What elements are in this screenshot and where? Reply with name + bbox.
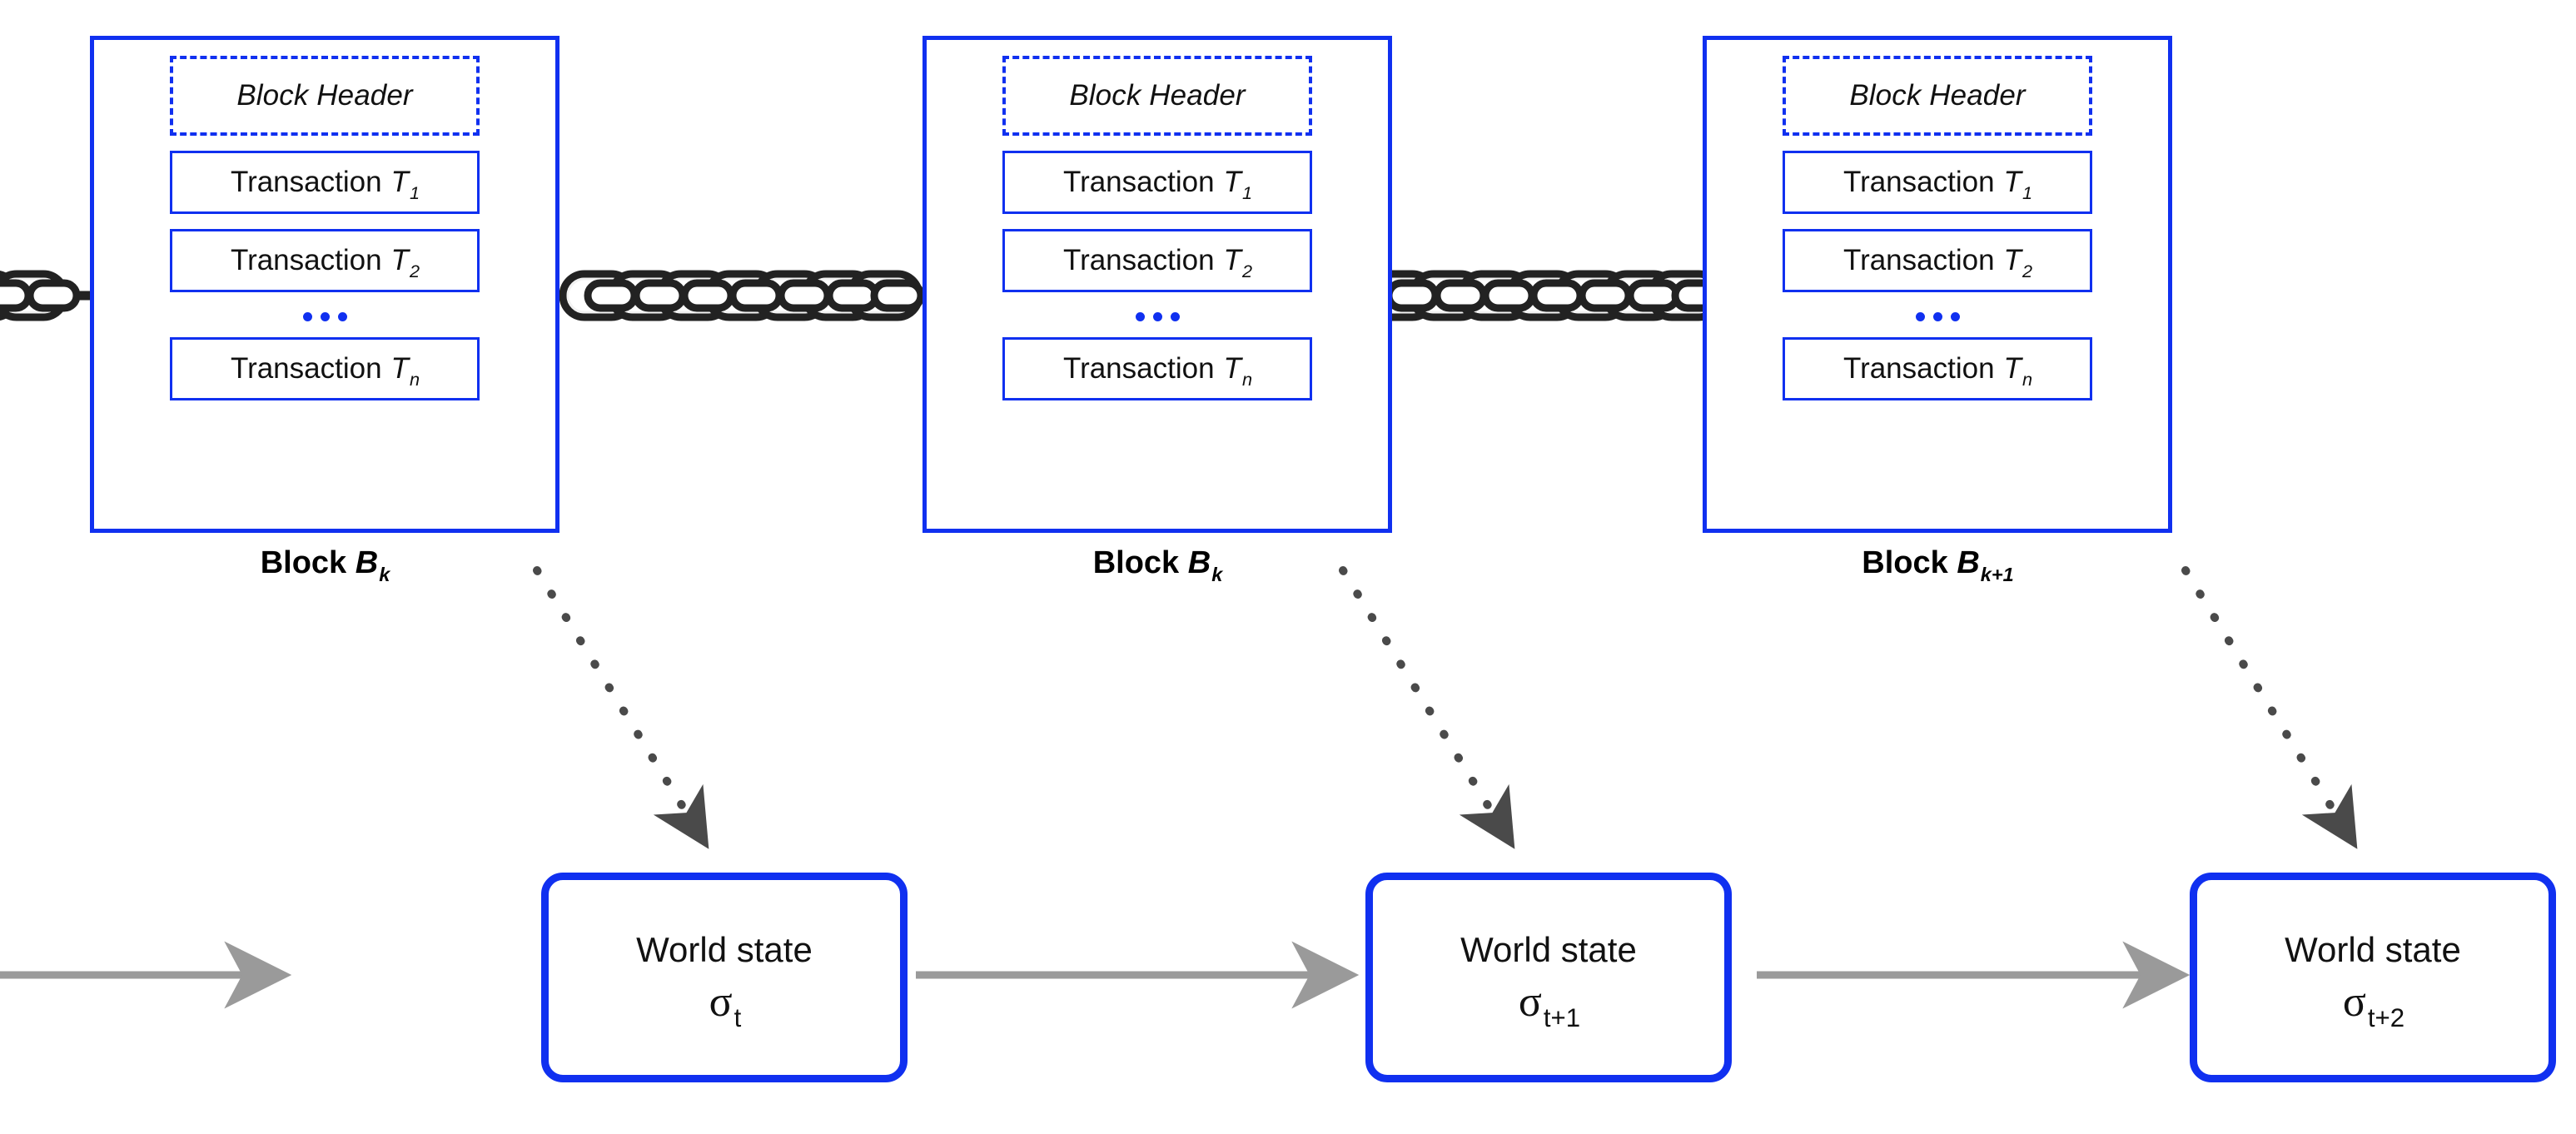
transaction-label: Transaction — [230, 352, 382, 385]
block-caption-prefix: Block — [1862, 545, 1948, 580]
transaction-symbol: T1 — [390, 166, 420, 204]
transaction-label: Transaction — [230, 166, 382, 198]
transaction-row-1-1[interactable]: Transaction T1 — [170, 151, 480, 214]
block-header-label: Block Header — [1069, 79, 1246, 112]
dotted-arrow-block-to-state-2 — [1339, 566, 1515, 849]
transaction-symbol: Tn — [2003, 352, 2032, 390]
world-state-label: World state — [2285, 929, 2461, 969]
transaction-symbol: Tn — [390, 352, 420, 390]
ellipsis-dot — [1135, 311, 1145, 321]
ellipsis-dot — [1152, 311, 1162, 321]
transaction-row-1-n[interactable]: Transaction Tn — [170, 337, 480, 400]
world-state-symbol: σt+1 — [1518, 978, 1581, 1032]
transaction-symbol: T2 — [1223, 244, 1252, 282]
transaction-row-3-n[interactable]: Transaction Tn — [1783, 337, 2092, 400]
transactions-ellipsis-1 — [299, 307, 351, 326]
transaction-symbol: T1 — [2003, 166, 2032, 204]
transaction-label: Transaction — [1842, 166, 1995, 198]
world-state-label: World state — [1460, 929, 1637, 969]
ellipsis-dot — [1170, 311, 1180, 321]
transaction-symbol: Tn — [1223, 352, 1252, 390]
world-state-box-2[interactable]: World state σt+1 — [1365, 873, 1732, 1082]
world-state-label: World state — [636, 929, 813, 969]
world-state-symbol: σt — [709, 978, 742, 1032]
ellipsis-dot — [1915, 311, 1925, 321]
transaction-label: Transaction — [1062, 352, 1215, 385]
world-state-box-1[interactable]: World state σt — [541, 873, 908, 1082]
block-2[interactable]: Block Header Transaction T1 Transaction … — [922, 36, 1392, 533]
block-1[interactable]: Block Header Transaction T1 Transaction … — [90, 36, 559, 533]
ellipsis-dot — [1932, 311, 1942, 321]
block-header-box-2[interactable]: Block Header — [1002, 56, 1312, 136]
ellipsis-dot — [1950, 311, 1960, 321]
block-caption-symbol: Bk+1 — [1957, 545, 2014, 585]
block-header-label: Block Header — [236, 79, 413, 112]
transaction-row-2-n[interactable]: Transaction Tn — [1002, 337, 1312, 400]
block-caption-1: Block Bk — [90, 545, 559, 585]
transaction-symbol: T1 — [1223, 166, 1252, 204]
transactions-ellipsis-2 — [1131, 307, 1184, 326]
transaction-label: Transaction — [230, 244, 382, 276]
block-caption-symbol: Bk — [355, 545, 390, 585]
ellipsis-dot — [320, 311, 330, 321]
block-3[interactable]: Block Header Transaction T1 Transaction … — [1703, 36, 2172, 533]
dotted-arrow-block-to-state-1 — [533, 566, 709, 849]
transaction-label: Transaction — [1842, 352, 1995, 385]
block-caption-prefix: Block — [1092, 545, 1180, 580]
world-state-symbol: σt+2 — [2342, 978, 2405, 1032]
block-header-box-3[interactable]: Block Header — [1783, 56, 2092, 136]
transaction-label: Transaction — [1062, 166, 1215, 198]
block-header-label: Block Header — [1849, 79, 2026, 112]
transaction-label: Transaction — [1062, 244, 1215, 276]
block-caption-symbol: Bk — [1187, 545, 1223, 585]
chain-link-connector-left — [0, 274, 93, 317]
transactions-ellipsis-3 — [1912, 307, 1964, 326]
transaction-label: Transaction — [1842, 244, 1995, 276]
chain-link-connector-2 — [1362, 274, 1722, 317]
transaction-row-1-2[interactable]: Transaction T2 — [170, 229, 480, 292]
ellipsis-dot — [337, 311, 347, 321]
world-state-box-3[interactable]: World state σt+2 — [2190, 873, 2556, 1082]
block-caption-2: Block Bk — [922, 545, 1392, 585]
transaction-row-3-1[interactable]: Transaction T1 — [1783, 151, 2092, 214]
block-caption-3: Block Bk+1 — [1703, 545, 2172, 585]
transaction-row-3-2[interactable]: Transaction T2 — [1783, 229, 2092, 292]
transaction-row-2-1[interactable]: Transaction T1 — [1002, 151, 1312, 214]
chain-link-connector-1 — [559, 274, 922, 317]
block-caption-prefix: Block — [260, 545, 347, 580]
dotted-arrow-block-to-state-3 — [2181, 566, 2358, 849]
transaction-symbol: T2 — [390, 244, 420, 282]
transaction-row-2-2[interactable]: Transaction T2 — [1002, 229, 1312, 292]
block-header-box-1[interactable]: Block Header — [170, 56, 480, 136]
transaction-symbol: T2 — [2003, 244, 2032, 282]
ellipsis-dot — [302, 311, 312, 321]
